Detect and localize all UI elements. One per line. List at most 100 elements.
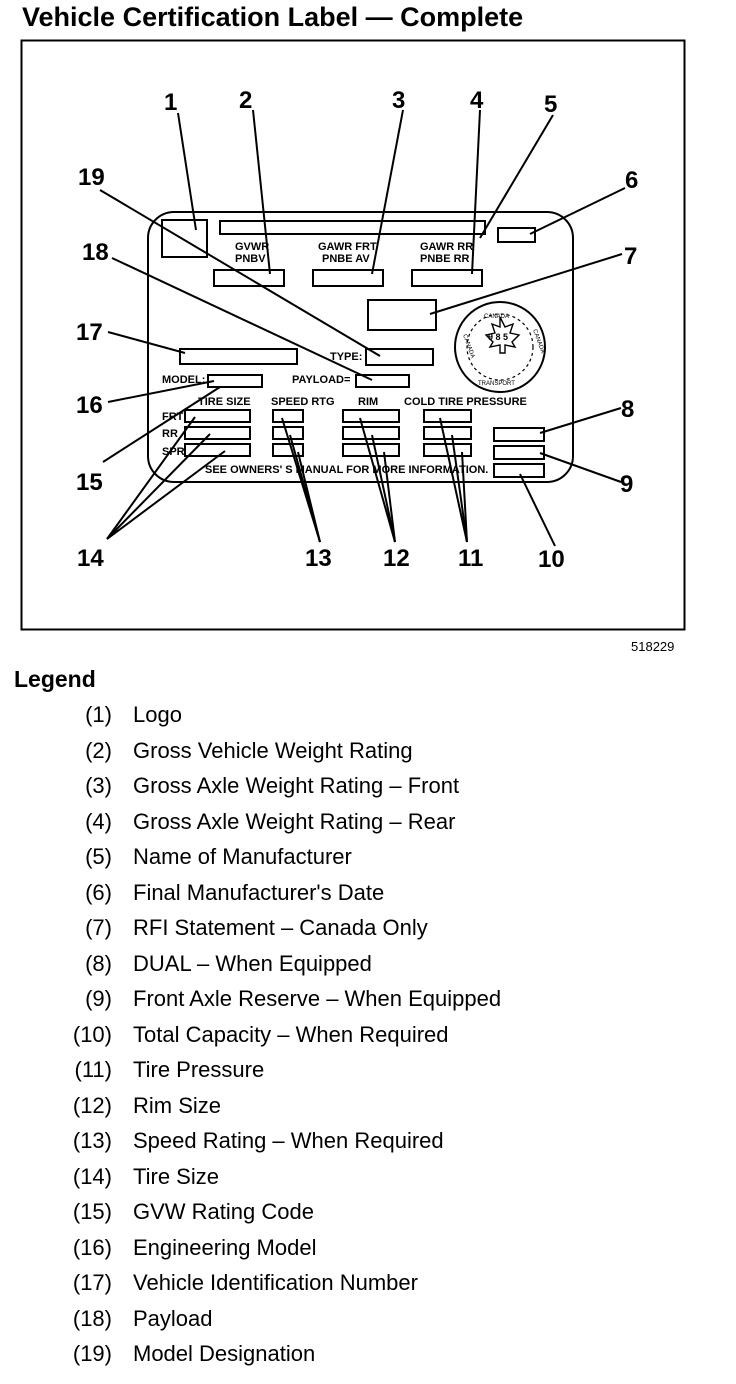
callout-2: 2 bbox=[239, 87, 252, 114]
legend-item: (13) Speed Rating – When Required bbox=[0, 1126, 736, 1162]
legend-number: (13) bbox=[72, 1128, 112, 1153]
legend-text: Final Manufacturer's Date bbox=[133, 879, 385, 905]
seal-center-text: 9 8 5 bbox=[488, 332, 508, 342]
rfi-statement-box bbox=[367, 299, 437, 331]
seal-left-text: CANADA bbox=[461, 334, 475, 360]
legend-text: Rim Size bbox=[133, 1092, 222, 1118]
legend-number: (9) bbox=[85, 986, 112, 1011]
legend-text: Tire Size bbox=[133, 1163, 219, 1189]
legend-text: DUAL – When Equipped bbox=[133, 950, 372, 976]
callout-6: 6 bbox=[625, 167, 638, 194]
callout-5: 5 bbox=[544, 91, 557, 118]
legend-text: Logo bbox=[133, 702, 182, 727]
legend-number: (1) bbox=[85, 702, 112, 727]
legend-number: (5) bbox=[85, 844, 112, 869]
rim-front-box bbox=[342, 409, 400, 423]
legend-text: RFI Statement – Canada Only bbox=[133, 915, 428, 940]
legend-number: (2) bbox=[85, 737, 112, 763]
legend-item: (16)Engineering Model bbox=[0, 1233, 736, 1269]
legend-item: (3)Gross Axle Weight Rating – Front bbox=[0, 771, 736, 807]
callout-18: 18 bbox=[82, 239, 109, 266]
seal-top-text: CANADA bbox=[484, 314, 509, 320]
callout-10: 10 bbox=[538, 546, 565, 573]
rear-row-label: RR bbox=[162, 428, 178, 440]
rim-rear-box bbox=[342, 426, 400, 440]
legend-item: (8) DUAL – When Equipped bbox=[0, 949, 736, 985]
payload-label: PAYLOAD= bbox=[292, 374, 350, 386]
callout-17: 17 bbox=[76, 319, 103, 346]
payload-box bbox=[355, 374, 410, 388]
manufacture-date-box bbox=[497, 227, 536, 243]
maple-leaf-icon bbox=[484, 316, 521, 354]
legend-number: (3) bbox=[85, 773, 112, 798]
legend-text: Name of Manufacturer bbox=[133, 844, 352, 869]
speed-rating-spare-box bbox=[272, 443, 304, 457]
rim-header: RIM bbox=[358, 396, 378, 408]
owners-manual-note: SEE OWNERS' S MANUAL FOR MORE INFORMATIO… bbox=[205, 464, 488, 476]
pnbe-av-label: PNBE AV bbox=[322, 253, 370, 265]
legend-item: (5) Name of Manufacturer bbox=[0, 842, 736, 878]
pressure-front-box bbox=[423, 409, 472, 423]
legend-text: Vehicle Identification Number bbox=[133, 1270, 418, 1295]
leader-lines bbox=[99, 109, 626, 547]
gvwr-label: GVWR bbox=[235, 241, 269, 253]
callout-14: 14 bbox=[77, 545, 104, 572]
pnbv-label: PNBV bbox=[235, 253, 266, 265]
legend-title: Legend bbox=[14, 666, 96, 692]
legend-number: (7) bbox=[85, 915, 112, 940]
front-axle-reserve-box bbox=[493, 445, 545, 460]
total-capacity-box bbox=[493, 463, 545, 478]
legend-text: Engineering Model bbox=[133, 1234, 317, 1260]
pnbe-rr-label: PNBE RR bbox=[420, 253, 470, 265]
model-label: MODEL: bbox=[162, 374, 205, 386]
legend-item: (6) Final Manufacturer's Date bbox=[0, 878, 736, 914]
legend-text: Tire Pressure bbox=[133, 1057, 265, 1082]
speed-rating-front-box bbox=[272, 409, 304, 423]
legend-text: Model Designation bbox=[133, 1341, 316, 1366]
callout-11: 11 bbox=[458, 545, 483, 572]
page-title: Vehicle Certification Label — Complete bbox=[22, 2, 524, 32]
legend-item: (7) RFI Statement – Canada Only bbox=[0, 913, 736, 949]
legend-item: (12)Rim Size bbox=[0, 1091, 736, 1127]
manufacturer-name-box bbox=[219, 220, 486, 235]
gawr-front-box bbox=[312, 269, 384, 287]
gawr-frt-label: GAWR FRT bbox=[318, 241, 377, 253]
tire-size-front-box bbox=[184, 409, 251, 423]
speed-rating-header: SPEED RTG bbox=[271, 396, 335, 408]
legend-number: (8) bbox=[85, 950, 112, 976]
legend-number: (17) bbox=[72, 1270, 112, 1295]
legend-number: (19) bbox=[72, 1341, 112, 1366]
legend-number: (18) bbox=[72, 1305, 112, 1331]
legend-number: (6) bbox=[85, 879, 112, 905]
legend-text: Speed Rating – When Required bbox=[133, 1128, 444, 1153]
tire-size-header: TIRE SIZE bbox=[198, 396, 251, 408]
legend-item: (18)Payload bbox=[0, 1304, 736, 1340]
callout-16: 16 bbox=[76, 392, 103, 419]
label-outline bbox=[147, 211, 574, 483]
gvwr-box bbox=[213, 269, 285, 287]
certification-label-diagram: GVWR PNBV GAWR FRT PNBE AV GAWR RR PNBE … bbox=[20, 39, 686, 631]
legend-number: (4) bbox=[85, 808, 112, 834]
engineering-model-box bbox=[207, 374, 263, 388]
figure-code: 518229 bbox=[631, 639, 675, 654]
legend-item: (14) Tire Size bbox=[0, 1162, 736, 1198]
gawr-rr-label: GAWR RR bbox=[420, 241, 473, 253]
legend-item: (9) Front Axle Reserve – When Equipped bbox=[0, 984, 736, 1020]
legend-number: (14) bbox=[72, 1163, 112, 1189]
callout-8: 8 bbox=[621, 396, 634, 423]
model-designation-box bbox=[365, 348, 434, 366]
figure-frame bbox=[20, 39, 686, 631]
legend-text: Gross Vehicle Weight Rating bbox=[133, 737, 413, 763]
legend-number: (10) bbox=[72, 1021, 112, 1047]
type-label: TYPE: bbox=[330, 351, 362, 363]
vin-box bbox=[179, 348, 298, 365]
legend-item: (1) Logo bbox=[0, 700, 736, 736]
legend-text: Total Capacity – When Required bbox=[133, 1021, 449, 1047]
legend-item: (2) Gross Vehicle Weight Rating bbox=[0, 736, 736, 772]
legend-text: Front Axle Reserve – When Equipped bbox=[133, 986, 502, 1011]
legend-item: (11)Tire Pressure bbox=[0, 1055, 736, 1091]
callout-12: 12 bbox=[383, 545, 410, 572]
tire-size-rear-box bbox=[184, 426, 251, 440]
legend-number: (15) bbox=[72, 1199, 112, 1224]
legend-item: (10) Total Capacity – When Required bbox=[0, 1020, 736, 1056]
